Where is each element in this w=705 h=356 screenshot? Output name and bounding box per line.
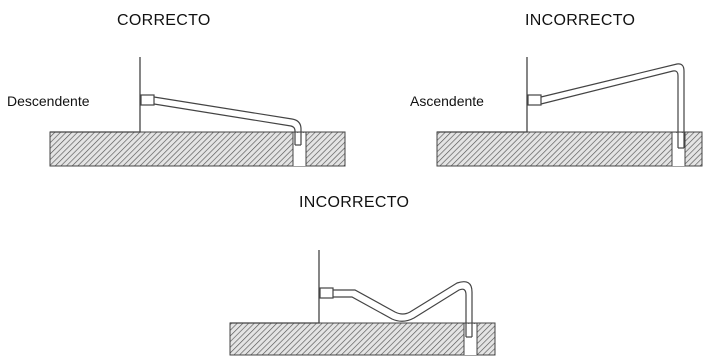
panel-1-outlet xyxy=(140,94,155,106)
panel-1-slope-label: Descendente xyxy=(7,93,90,109)
panel-2-scene xyxy=(436,57,703,167)
panel-2-outlet xyxy=(527,94,542,106)
panel-2-wall xyxy=(437,57,528,133)
panel-3-outlet xyxy=(319,287,334,299)
panel-2-title: INCORRECTO xyxy=(525,12,636,29)
panel-3-scene xyxy=(229,250,496,356)
panel-3-title: INCORRECTO xyxy=(299,194,410,211)
panel-3-ground xyxy=(229,322,496,356)
panel-1-drain-gap xyxy=(293,133,306,166)
panel-3-drain-gap xyxy=(464,324,477,355)
panel-3-wall xyxy=(230,250,320,324)
panel-2-drain-gap xyxy=(672,133,685,166)
panel-1-hose xyxy=(153,96,302,145)
panel-1-wall xyxy=(50,57,141,133)
panel-1-scene xyxy=(49,57,346,167)
panel-1-title: CORRECTO xyxy=(117,12,211,29)
panel-2-slope-label: Ascendente xyxy=(410,93,484,109)
panel-2-ground xyxy=(436,131,703,167)
panel-3-hose xyxy=(333,281,473,337)
panel-2-hose xyxy=(540,63,685,148)
